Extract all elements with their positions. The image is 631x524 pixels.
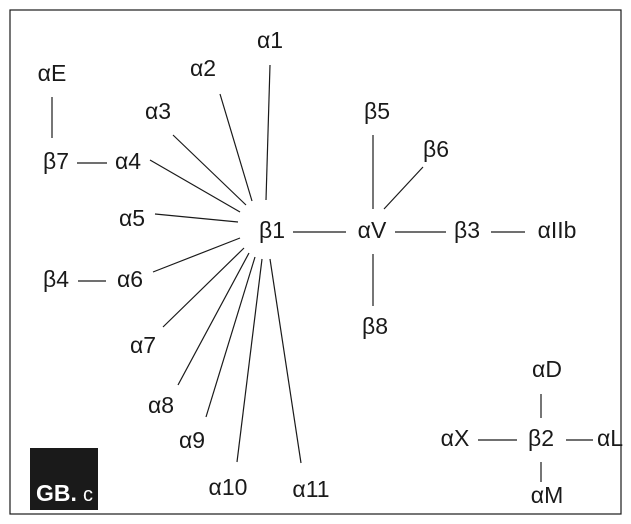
edge-b1-a2: [219, 93, 253, 202]
edge-layer: [51, 64, 593, 482]
node-label-aIIb: αIIb: [538, 217, 577, 243]
diagram-frame: [9, 9, 622, 515]
node-label-aX: αX: [441, 425, 470, 451]
node-label-a9: α9: [179, 427, 205, 453]
node-label-b7: β7: [43, 148, 69, 174]
edge-b1-a8: [177, 252, 250, 386]
node-label-b6: β6: [423, 136, 449, 162]
edge-b1-a1: [265, 64, 271, 201]
node-label-a3: α3: [145, 98, 171, 124]
node-label-aE: αE: [38, 60, 67, 86]
edge-b1-a11: [269, 258, 302, 464]
node-label-a4: α4: [115, 148, 141, 174]
gb-logo: GB. c: [30, 448, 98, 510]
node-label-aD: αD: [532, 356, 562, 382]
edge-b1-a6: [152, 237, 241, 273]
logo-background: [30, 448, 98, 510]
node-label-a11: α11: [292, 476, 329, 502]
node-label-b1: β1: [259, 217, 285, 243]
edge-b1-a5: [154, 213, 239, 223]
edge-b1-a3: [172, 134, 247, 206]
logo-suffix-text: c: [83, 484, 93, 506]
node-label-a5: α5: [119, 205, 145, 231]
node-label-b3: β3: [454, 217, 480, 243]
node-label-b4: β4: [43, 266, 69, 292]
node-label-b8: β8: [362, 313, 388, 339]
node-label-a8: α8: [148, 392, 174, 418]
node-label-a2: α2: [190, 55, 216, 81]
node-label-aV: αV: [358, 217, 387, 243]
edge-b1-a4: [149, 159, 241, 213]
edge-aV-b6: [383, 166, 424, 210]
edge-b1-a10: [236, 258, 263, 463]
node-label-a1: α1: [257, 27, 283, 53]
node-label-a10: α10: [209, 474, 248, 500]
edge-b1-a9: [205, 256, 256, 418]
node-label-b2: β2: [528, 425, 554, 451]
node-label-b5: β5: [364, 98, 390, 124]
node-label-a7: α7: [130, 332, 156, 358]
node-label-a6: α6: [117, 266, 143, 292]
edge-b1-a7: [162, 247, 245, 328]
logo-main-text: GB.: [36, 480, 77, 506]
node-label-aM: αM: [531, 482, 563, 508]
node-label-aL: αL: [597, 425, 623, 451]
